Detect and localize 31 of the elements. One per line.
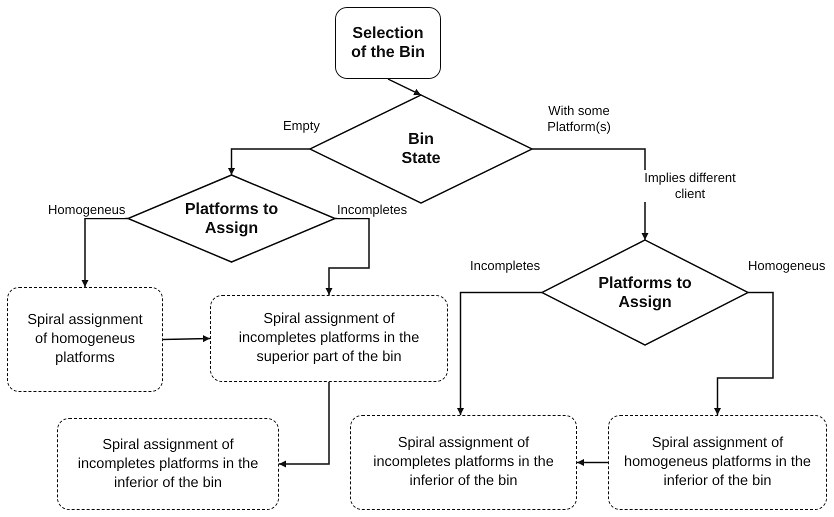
edge-label: Empty <box>283 118 320 134</box>
arrow <box>82 218 128 287</box>
decision-diamond <box>128 175 335 262</box>
step-text: Selection of the Bin <box>350 24 426 62</box>
edge-label: Homogeneus <box>748 258 826 274</box>
decision-label: Platforms to Assign <box>597 274 693 312</box>
arrow <box>279 382 330 468</box>
edge-label: Homogeneus <box>48 202 126 218</box>
arrow <box>162 335 210 342</box>
step-text: Spiral assignment of incompletes platforms in the inferior of the bin <box>372 434 555 491</box>
arrow <box>577 459 608 466</box>
step-text: Spiral assignment of incompletes platforms in the inferior of the bin <box>76 436 260 492</box>
edge-label: Incompletes <box>337 202 408 218</box>
arrow <box>388 78 422 96</box>
arrow <box>228 148 310 175</box>
step-text: Spiral assignment of homogeneus platforms in the inferior of the bin <box>623 434 812 491</box>
arrow <box>714 292 774 415</box>
step-text: Spiral assignment of incompletes platforms in the superior part of the bin <box>238 310 420 367</box>
process-box <box>7 287 163 392</box>
arrow <box>326 218 370 295</box>
arrow <box>457 292 542 415</box>
decision-diamond <box>542 240 748 345</box>
process-box <box>350 415 577 510</box>
step-text: Spiral assignment of homogeneus platforms <box>26 311 144 368</box>
edge-label: Incompletes <box>470 258 540 274</box>
process-box <box>57 418 279 510</box>
decision-label: Platforms to Assign <box>184 200 280 238</box>
process-box <box>608 415 827 510</box>
decision-label: Bin State <box>400 130 442 168</box>
process-box <box>210 295 448 382</box>
start-box <box>335 7 441 79</box>
